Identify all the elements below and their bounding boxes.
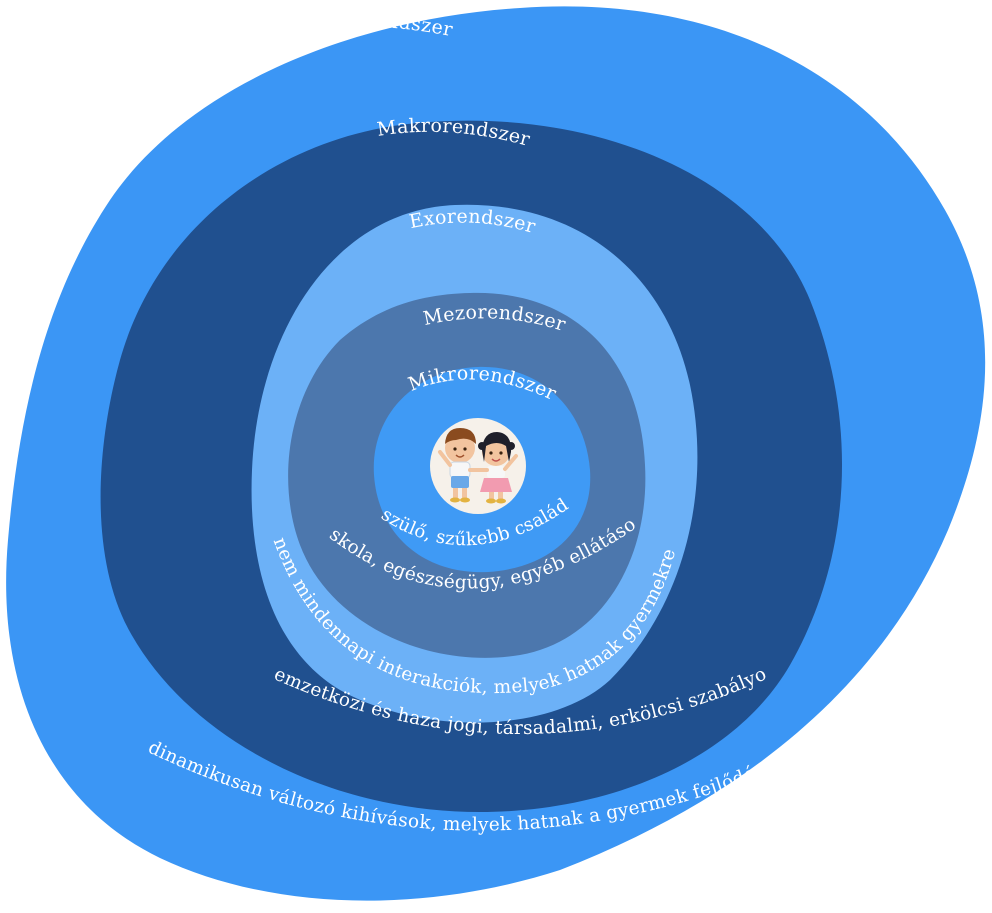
center-child-node <box>430 418 526 514</box>
center-circle <box>430 418 526 514</box>
children-holding-hands-icon <box>438 428 518 504</box>
